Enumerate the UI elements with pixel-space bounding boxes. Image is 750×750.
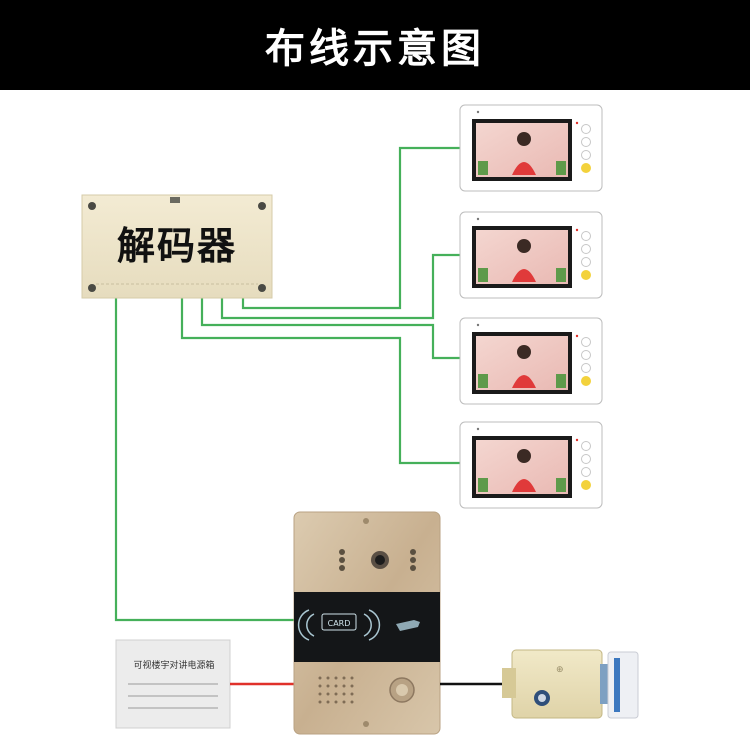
power-supply-box [115, 639, 231, 729]
wire-to-monitor-2 [220, 253, 462, 320]
indoor-monitor-4 [459, 421, 603, 509]
wire-to-monitor-4 [180, 298, 462, 465]
electric-lock: ⊕ [502, 649, 639, 719]
indoor-monitors [459, 104, 603, 509]
decoder-box [81, 194, 273, 299]
indoor-monitor-3 [459, 317, 603, 405]
card-reader-label: CARD [327, 619, 351, 628]
svg-text:⊕: ⊕ [556, 665, 564, 675]
header-bar: 布线示意图 [0, 0, 750, 90]
wire-to-monitor-3 [200, 298, 462, 360]
decoder-label: 解码器 [116, 224, 237, 268]
indoor-monitor-1 [459, 104, 603, 192]
wire-to-monitor-1 [241, 146, 462, 310]
page-title: 布线示意图 [265, 26, 485, 72]
indoor-monitor-2 [459, 211, 603, 299]
decoder-monitor-wires [114, 146, 462, 622]
door-station-panel [293, 511, 441, 735]
power-supply-label: 可视楼宇对讲电源箱 [133, 661, 215, 671]
wire-decoder-to-door-station [114, 298, 294, 622]
